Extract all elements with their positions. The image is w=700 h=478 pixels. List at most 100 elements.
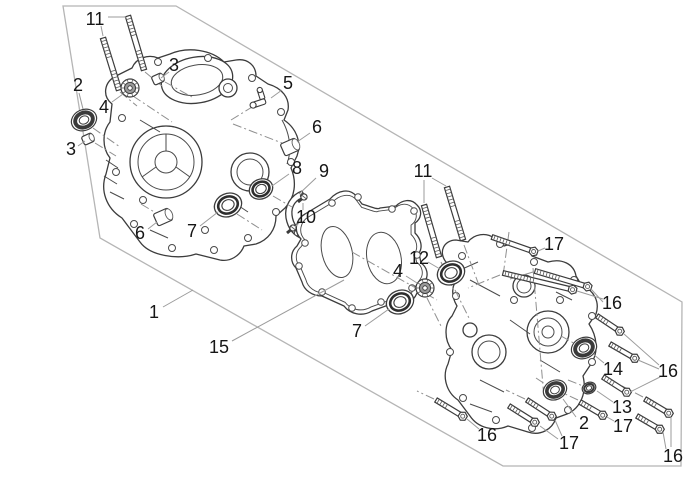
left-case-bolt-bosses [112,54,295,254]
axis-line [567,379,584,387]
bolt-16 [600,374,633,397]
screw-10 [297,193,308,204]
callout-leader-7-right [364,308,390,327]
bolt-head [582,281,593,292]
bearing-7 [213,192,243,218]
axis-line [132,95,173,123]
bolt-head [654,424,665,434]
axis-line [426,297,442,327]
callout-1: 1 [149,289,194,322]
callout-leader-4-left [111,93,124,103]
loose-parts-layer [70,14,675,434]
callout-11-left: 11 [86,9,126,37]
stud-11 [124,14,148,72]
seal-14 [570,336,598,360]
callout-label-11-left: 11 [86,9,105,29]
seal-2 [70,108,98,132]
axis-line [92,127,121,148]
axis-line [94,142,117,157]
callout-17-bottom: 17 [539,419,579,453]
callout-label-7-right: 7 [352,321,362,341]
bolt-16 [594,313,626,336]
callout-label-15: 15 [209,337,229,357]
callout-label-16-bottom-left: 16 [477,425,497,445]
bolt-head [663,408,675,418]
callout-leader-16-mid [637,359,660,370]
bearing-7 [385,289,415,315]
axis-line [560,391,579,401]
bolt-head [621,387,633,397]
axis-line [502,231,510,277]
callout-10: 10 [294,203,316,228]
axis-line [463,244,481,289]
knurled-bushing-4 [120,78,140,98]
callout-label-2-left: 2 [73,75,83,95]
callout-leader-17-bottom [554,419,563,437]
callout-label-16-bottom-right: 16 [663,446,683,466]
callout-label-4-right: 4 [393,261,403,281]
callout-16-mid: 16 [623,333,678,393]
bolt-head [614,326,626,336]
callout-leader-9 [298,177,317,195]
bolt-head [629,353,640,363]
callout-leader-3-left-bottom [77,140,86,147]
bushing-6 [153,207,174,227]
axis-line [272,195,293,208]
callout-leader-16-bottom-right [662,431,667,450]
callout-leader-8 [271,173,290,187]
callout-leader-17-right [606,416,615,422]
callout-6-upper: 6 [296,117,322,143]
axis-line [454,289,471,321]
callout-4-right: 4 [393,261,418,284]
callout-6-lower: 6 [135,221,158,243]
perspective-frame-layer [62,5,683,467]
callout-label-14: 14 [603,359,623,379]
gasket-bolt-holes [295,193,421,312]
callout-16-upper: 16 [576,288,622,313]
callout-label-7-left: 7 [187,221,197,241]
callout-15: 15 [209,279,345,357]
bolt-17 [577,399,608,420]
callout-leader-2-left [78,92,84,110]
axis-line [164,81,193,98]
bolt-16 [533,267,593,292]
callout-leader-17-top [537,247,546,252]
seal-2 [542,379,568,401]
callout-leader-14 [592,353,605,364]
bolt-head [567,284,578,295]
bearing-8 [248,178,274,200]
callout-label-16-mid: 16 [658,361,678,381]
bolt-16 [642,396,675,418]
callout-11-right: 11 [414,161,447,203]
callout-label-9: 9 [319,161,329,181]
axis-line [140,203,157,214]
left-crankcase-drawing [103,49,300,262]
stud-11 [420,203,443,259]
callout-label-6-upper: 6 [312,117,322,137]
callout-leader-2-right [562,398,577,418]
callout-label-17-bottom: 17 [559,433,579,453]
bolt-head [457,411,469,421]
callout-leader-17-bottom [539,425,559,440]
axis-line [232,123,283,144]
callout-leader-5 [270,89,283,99]
callout-label-17-right: 17 [613,416,633,436]
axis-line [467,274,501,289]
callout-label-6-lower: 6 [135,223,145,243]
callout-label-3-left-top: 3 [169,55,179,75]
callout-label-13: 13 [612,397,632,417]
axis-line [505,389,526,400]
callout-label-11-right: 11 [414,161,433,181]
callout-label-5: 5 [283,73,293,93]
callout-3-left-top: 3 [160,55,179,79]
callout-5: 5 [270,73,293,99]
gasket-drawing [290,190,428,315]
bolt-17 [524,397,558,421]
callout-2-left: 2 [73,75,84,110]
axis-line [532,267,545,399]
axis-line [416,390,435,400]
callout-leader-6-lower [147,221,158,230]
callout-leader-4-right [405,275,418,284]
